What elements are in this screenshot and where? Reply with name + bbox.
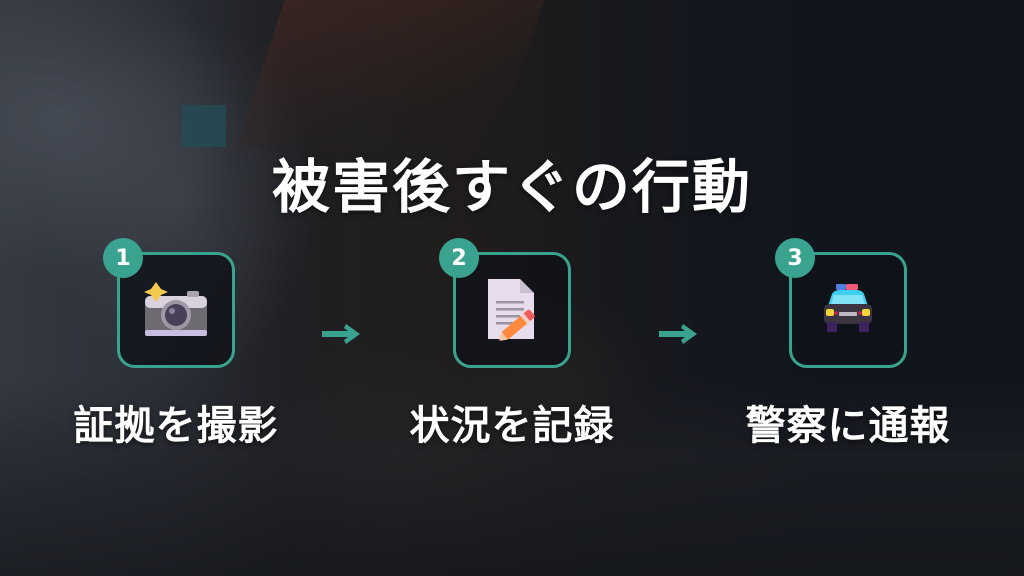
right-arrow-icon bbox=[659, 324, 697, 344]
slide-title: 被害後すぐの行動 bbox=[271, 153, 752, 221]
background-street-sign bbox=[182, 105, 226, 147]
police-car-icon bbox=[824, 284, 872, 332]
step-number-badge: 2 bbox=[439, 238, 479, 278]
step-card-3: 3 bbox=[775, 238, 907, 368]
step-icon-frame bbox=[117, 252, 235, 368]
step-number-badge: 3 bbox=[775, 238, 815, 278]
document-with-pencil-icon bbox=[488, 279, 535, 341]
step-label-1: 証拠を撮影 bbox=[73, 403, 279, 449]
step-label-3: 警察に通報 bbox=[745, 403, 951, 449]
step-number-badge: 1 bbox=[103, 238, 143, 278]
step-card-1: 1 bbox=[103, 238, 235, 368]
step-label-2: 状況を記録 bbox=[409, 403, 615, 449]
right-arrow-icon bbox=[322, 324, 360, 344]
background-street bbox=[0, 376, 1024, 576]
step-card-2: 2 bbox=[439, 238, 571, 368]
camera-with-flash-icon bbox=[144, 282, 207, 336]
